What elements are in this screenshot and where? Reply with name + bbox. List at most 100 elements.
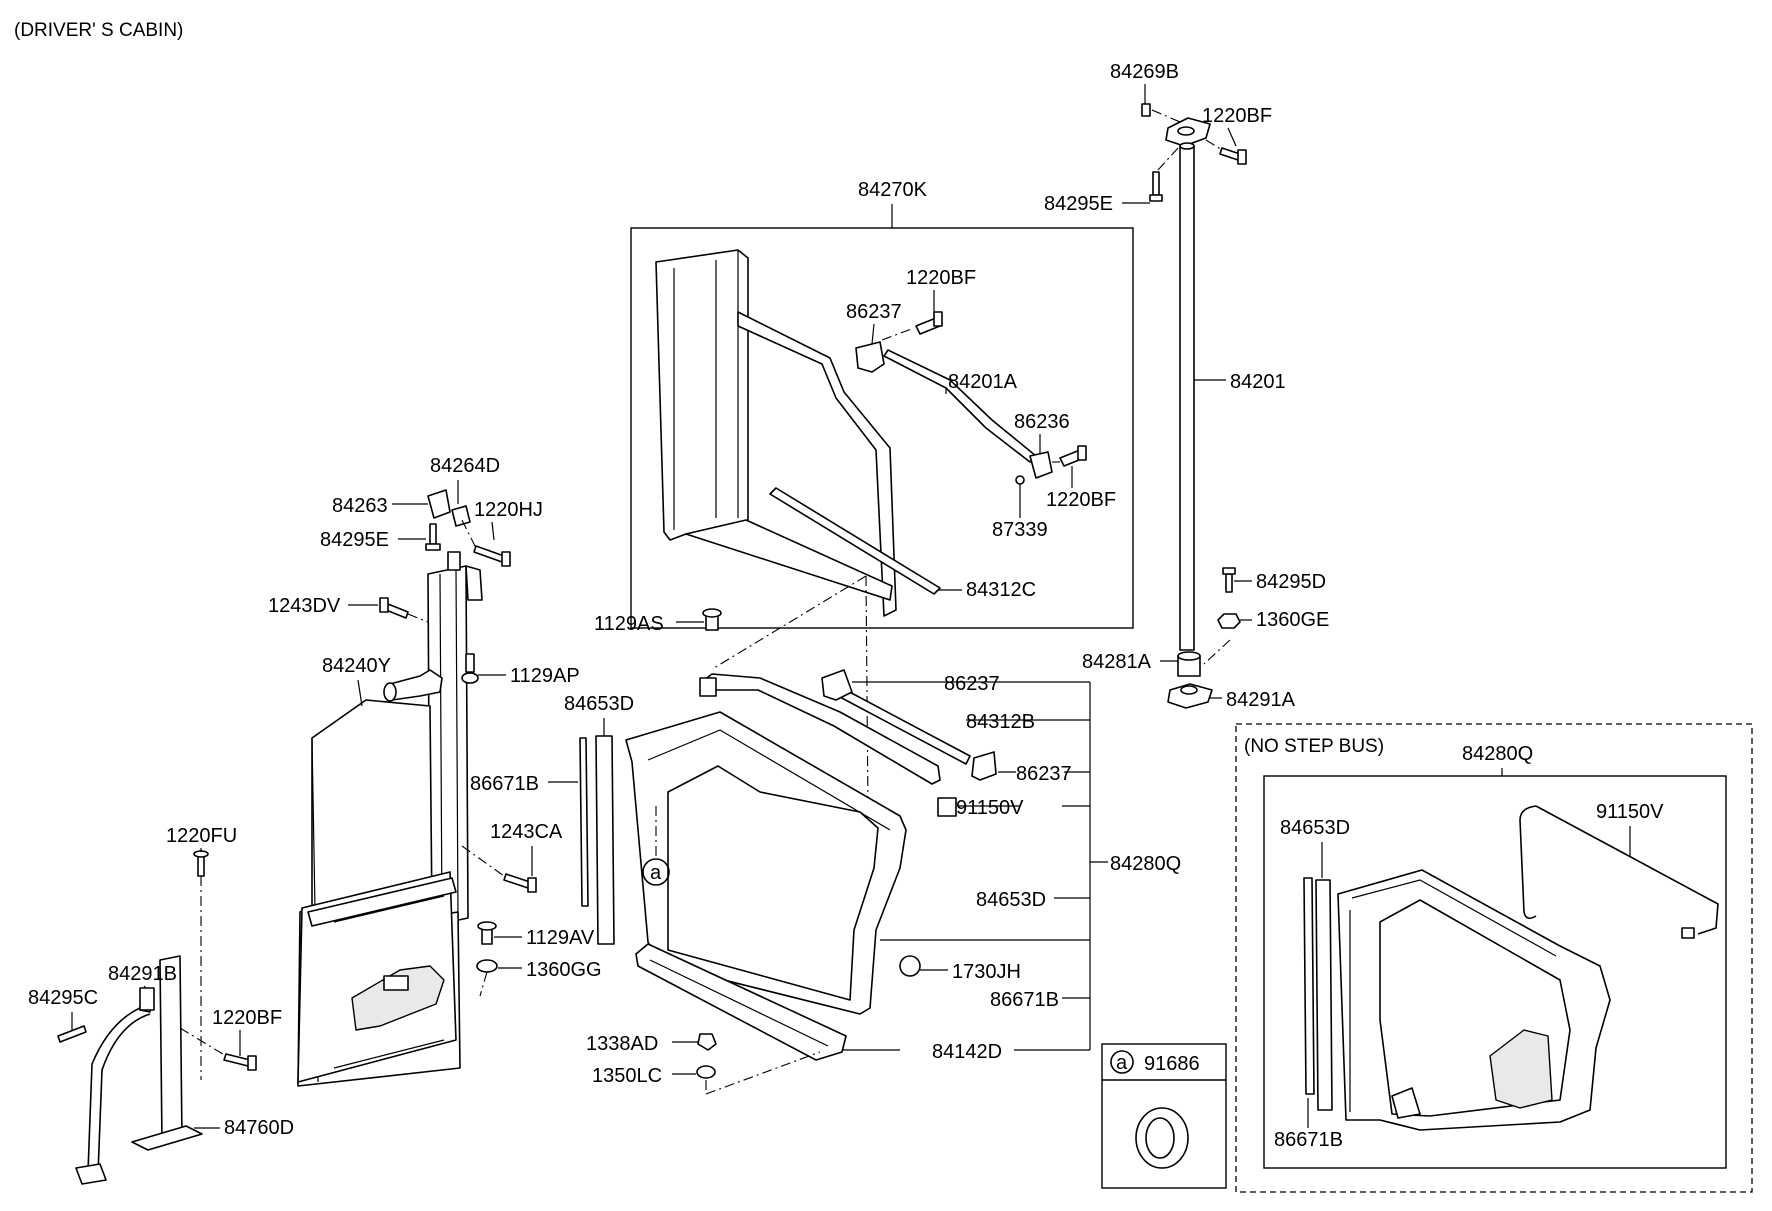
- bracket-84263: [427, 489, 451, 519]
- bracket-86237-c: [971, 751, 997, 781]
- nsb-panel-edges: [1349, 879, 1557, 1112]
- nsb-rod-91150V: [1519, 805, 1719, 935]
- no-step-bus-inner-box: [1263, 775, 1727, 1169]
- bolt-1220HJ: [473, 545, 505, 563]
- label-84263: 84263: [332, 495, 388, 517]
- grommet-91686-inner: [1145, 1117, 1175, 1159]
- base-84281A-top: [1177, 651, 1201, 661]
- door-lower: [297, 871, 457, 1083]
- door-panel-inner: [667, 765, 879, 1001]
- label-91150V-b: 91150V: [1596, 801, 1664, 823]
- screw-84295E-left: [429, 523, 437, 545]
- partition-frame-84270K: [655, 249, 1087, 617]
- label-84295E-top: 84295E: [1044, 193, 1113, 215]
- label-86671B-c: 86671B: [1274, 1129, 1343, 1151]
- label-84142D: 84142D: [932, 1041, 1002, 1063]
- label-84280Q-b: 84280Q: [1462, 743, 1533, 765]
- label-84201A: 84201A: [948, 371, 1018, 393]
- bolt-84295C: [57, 1025, 87, 1043]
- frame-channel-lines: [673, 250, 739, 530]
- leader-84291B: [143, 985, 147, 989]
- clip-87339: [1015, 475, 1025, 485]
- label-86236: 86236: [1014, 411, 1070, 433]
- door-lower-hinge: [307, 877, 457, 927]
- label-84760D: 84760D: [224, 1117, 294, 1139]
- callout-a-circle: [642, 858, 670, 886]
- dash-84269B: [1151, 109, 1181, 123]
- label-84240Y: 84240Y: [322, 655, 391, 677]
- seal-86671B-a: [579, 737, 589, 907]
- door-panel-84280Q: a: [579, 608, 997, 1095]
- inset-91686-box: [1101, 1043, 1227, 1189]
- post-top-bracket: [465, 565, 483, 601]
- bolt-1129AP: [465, 653, 475, 673]
- plate-84291A: [1167, 683, 1213, 709]
- stand-84760D-base: [131, 1125, 203, 1151]
- label-84281A: 84281A: [1082, 651, 1152, 673]
- tube-91150V-end-b: [937, 797, 957, 817]
- frame-left-channel: [655, 249, 749, 541]
- bolt-84269B: [1141, 103, 1151, 117]
- label-1360GE: 1360GE: [1256, 609, 1329, 631]
- label-84280Q-a: 84280Q: [1110, 853, 1181, 875]
- label-84312C: 84312C: [966, 579, 1036, 601]
- inset-91686-callout-letter: a: [1116, 1052, 1128, 1074]
- bolt-1129AV-head: [477, 921, 497, 931]
- label-84269B: 84269B: [1110, 61, 1179, 83]
- grommet-1730JH: [899, 955, 921, 977]
- callout-a-letter: a: [650, 862, 662, 884]
- bolt-head-1220BF-a: [933, 311, 943, 327]
- dash-1220BF-c: [179, 1027, 227, 1057]
- label-84264D: 84264D: [430, 455, 500, 477]
- dash-1350LC-to-sill: [705, 1051, 821, 1095]
- bracket-86237-b: [821, 669, 853, 701]
- frame-bent-tube: [737, 311, 897, 617]
- seal-84653D-a: [595, 735, 615, 945]
- dash-1220BF-a: [881, 327, 915, 341]
- screw-84295E-top: [1152, 171, 1160, 196]
- tube-91150V-end-a: [699, 677, 717, 697]
- bolt-head-1220BF-b: [1077, 445, 1087, 461]
- bolt-1129AS-head: [702, 608, 722, 618]
- label-84653D-a: 84653D: [564, 693, 634, 715]
- no-step-bus-box: [1235, 723, 1753, 1193]
- plate-84291A-hole: [1180, 685, 1198, 695]
- leader-1220HJ: [491, 521, 495, 541]
- leader-86237-a: [871, 323, 875, 345]
- pole-top-cap: [1179, 142, 1195, 150]
- bolt-1220BF-top: [1219, 147, 1241, 161]
- screw-head-84295D: [1222, 567, 1236, 575]
- box-84270K: [630, 227, 1134, 629]
- tube-91150V: [703, 673, 941, 785]
- post-lines: [439, 569, 459, 921]
- screw-1220FU: [197, 855, 205, 877]
- frame-bottom-rail: [685, 519, 893, 601]
- label-1220BF-a: 1220BF: [906, 267, 976, 289]
- post-top-pin: [447, 551, 461, 571]
- label-84653D-b: 84653D: [976, 889, 1046, 911]
- nsb-seal-84653D: [1315, 879, 1333, 1111]
- dash-1360GG: [479, 971, 488, 997]
- nsb-panel-foot: [1391, 1087, 1421, 1119]
- bolt-1220BF-c: [223, 1053, 251, 1067]
- label-84653D-c: 84653D: [1280, 817, 1350, 839]
- bracket-86236: [1029, 451, 1053, 479]
- nsb-seal-86671B: [1303, 877, 1315, 1095]
- label-84295D: 84295D: [1256, 571, 1326, 593]
- dash-84295E-top: [1157, 147, 1179, 171]
- rail-84295C-inner: [97, 1013, 151, 1175]
- tube-84240Y-end: [383, 682, 397, 702]
- door-panel-top-edge: [647, 729, 891, 831]
- label-84295C: 84295C: [28, 987, 98, 1009]
- door-lower-handle-recess: [351, 965, 445, 1031]
- dash-1360GE: [1203, 639, 1231, 665]
- label-86671B-b: 86671B: [990, 989, 1059, 1011]
- label-1220BF-c: 1220BF: [212, 1007, 282, 1029]
- bolt-1243CA: [503, 873, 531, 889]
- dash-box-to-1129AS: [713, 575, 867, 669]
- washer-1360GG: [476, 959, 498, 973]
- label-1220FU: 1220FU: [166, 825, 237, 847]
- label-1220BF-b: 1220BF: [1046, 489, 1116, 511]
- washer-1350LC: [696, 1065, 716, 1079]
- label-1220HJ: 1220HJ: [474, 499, 543, 521]
